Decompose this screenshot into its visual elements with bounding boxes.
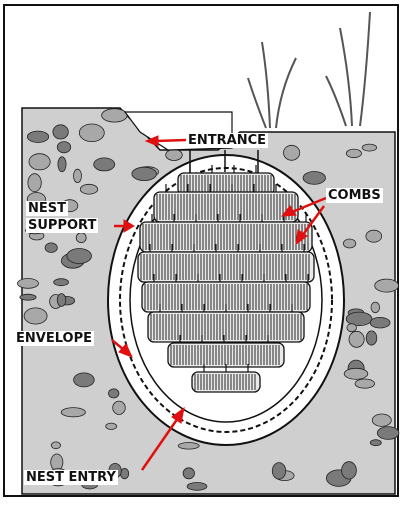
soil-rock bbox=[371, 302, 380, 313]
soil-rock bbox=[45, 243, 57, 253]
soil-rock bbox=[343, 239, 355, 248]
soil-rock bbox=[109, 389, 119, 398]
soil-rock bbox=[27, 131, 48, 142]
soil-rock bbox=[58, 157, 66, 172]
soil-rock bbox=[54, 279, 69, 286]
soil-rock bbox=[94, 158, 115, 171]
soil-rock bbox=[67, 249, 92, 264]
soil-rock bbox=[74, 169, 82, 182]
soil-rock bbox=[284, 145, 300, 160]
soil-rock bbox=[362, 144, 376, 151]
soil-rock bbox=[183, 468, 194, 479]
soil-rock bbox=[79, 124, 104, 142]
soil-rock bbox=[178, 443, 199, 450]
soil-rock bbox=[57, 142, 70, 153]
soil-rock bbox=[366, 331, 377, 345]
soil-rock bbox=[187, 483, 207, 491]
grass bbox=[248, 12, 370, 128]
soil-rock bbox=[74, 373, 95, 387]
soil-rock bbox=[51, 454, 63, 471]
soil-rock bbox=[53, 125, 68, 139]
soil-rock bbox=[370, 440, 381, 446]
soil-rock bbox=[355, 379, 375, 388]
soil-rock bbox=[347, 324, 357, 332]
soil-rock bbox=[106, 423, 117, 429]
soil-rock bbox=[349, 331, 364, 347]
soil-rock bbox=[57, 294, 66, 307]
soil-rock bbox=[370, 317, 390, 328]
soil-rock bbox=[377, 427, 399, 440]
soil-rock bbox=[18, 279, 39, 289]
soil-rock bbox=[166, 150, 183, 161]
soil-rock bbox=[272, 463, 285, 480]
label-entrance: ENTRANCE bbox=[186, 133, 268, 148]
label-envelope: ENVELOPE bbox=[14, 331, 94, 346]
label-nest-support-2: SUPPORT bbox=[26, 218, 98, 233]
label-nest-entry: NEST ENTRY bbox=[24, 470, 118, 485]
soil-rock bbox=[51, 442, 60, 449]
soil-rock bbox=[372, 414, 391, 426]
soil-rock bbox=[20, 294, 36, 300]
soil-rock bbox=[132, 167, 157, 180]
soil-rock bbox=[346, 149, 361, 158]
soil-rock bbox=[102, 109, 128, 122]
soil-rock bbox=[28, 174, 41, 192]
soil-rock bbox=[366, 230, 382, 242]
soil-rock bbox=[61, 408, 85, 417]
soil-rock bbox=[375, 279, 399, 292]
soil-rock bbox=[29, 154, 50, 170]
label-combs: COMBS bbox=[326, 188, 383, 203]
soil-rock bbox=[303, 172, 325, 185]
soil-rock bbox=[76, 233, 86, 243]
soil-rock bbox=[24, 308, 47, 324]
label-nest-support-1: NEST bbox=[26, 201, 68, 216]
soil-rock bbox=[344, 368, 368, 379]
soil-rock bbox=[80, 184, 97, 194]
soil-rock bbox=[113, 401, 126, 414]
soil-rock bbox=[342, 462, 357, 479]
soil-rock bbox=[121, 468, 129, 478]
